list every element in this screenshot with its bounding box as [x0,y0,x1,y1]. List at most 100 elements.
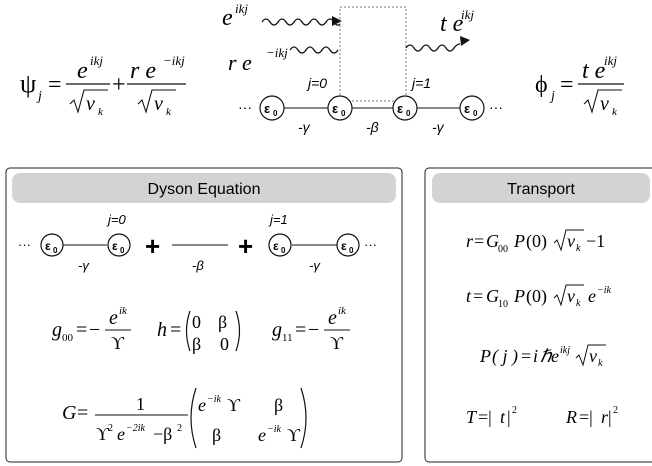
top-chain: ··· ε 0 ε 0 ε 0 ε 0 ··· j=0 j=1 -γ -β -γ [238,75,503,135]
g11-sub: 11 [282,332,293,344]
g00-minus: − [89,319,100,341]
P-hbar: ℏ [540,346,553,366]
incoming-label: e [222,5,233,31]
G-m11-exp: −ik [207,394,222,405]
site-sub: 0 [281,246,286,255]
G-equals: = [77,402,88,424]
site-epsilon: ε [464,101,470,116]
t-e-exp: −ik [597,285,612,296]
P-e-exp: ikj [560,345,570,356]
site-node-j1: ε 0 [392,95,418,121]
G-m12: β [274,395,283,415]
site-sub: 0 [406,109,411,118]
t-P-arg: (0) [526,286,547,307]
site-circle [392,95,418,121]
g11-g: g [272,319,282,341]
psi-subscript: j [36,89,42,104]
r-G-sub: 00 [498,244,508,255]
g11-den: ϒ [330,333,344,353]
coupling-mid: -β [366,119,379,135]
incoming-wave-line [261,18,341,26]
dyson-site-j0: ε 0 [107,233,131,257]
P-v: v [589,346,597,366]
g00-num: e [109,307,118,329]
reflected-exp: −ikj [266,45,288,60]
h-symbol: h [157,319,167,341]
P-eq: = [521,346,531,366]
G-den-beta: −β [153,424,172,444]
dyson-panel-border [5,167,403,463]
transport-panel: Transport r = G 00 P (0) v k −1 t = G 10… [424,167,652,463]
r-k: k [576,243,581,254]
G-left-paren [190,387,197,449]
psi-plus: + [112,72,126,98]
phi-k: k [612,106,618,118]
T-lhs: T [466,407,478,427]
dyson-plus-1: + [145,231,160,261]
site-epsilon: ε [341,239,347,253]
transport-title: Transport [507,181,575,198]
g11-equation: g 11 = − e ik ϒ [272,305,350,353]
h-right-paren [235,310,241,352]
site-circle [327,95,353,121]
t-e: e [588,286,596,306]
P-arg: ( j ) [492,346,518,367]
reflected-wave: r e −ikj [228,45,339,75]
site-node: ε 0 [259,95,285,121]
T-t: t [500,407,506,427]
chain-left-ellipsis: ··· [238,99,252,115]
site-label-j1: j=1 [410,75,431,91]
t-G-sub: 10 [498,299,508,310]
phi-sqrt [583,89,622,114]
g00-g: g [52,319,62,341]
r-lhs: r [466,231,474,251]
site-epsilon: ε [332,101,338,116]
dyson-site: ε 0 [336,233,360,257]
g00-num-exp: ik [119,305,128,317]
R-equation: R =| r | 2 [565,405,618,427]
t-sqrt [553,284,584,307]
dyson-coupling-right: -γ [309,258,321,273]
phi-subscript: j [549,89,555,104]
site-sub: 0 [53,246,58,255]
frac1-k: k [98,106,104,118]
site-circle [268,233,292,257]
dyson-panel: Dyson Equation ··· ε 0 ε 0 j=0 -γ + -β +… [5,167,403,463]
G-m11-upsilon: ϒ [227,395,241,415]
site-epsilon: ε [264,101,270,116]
transmitted-wave-line [405,43,461,52]
dyson-title: Dyson Equation [148,181,261,198]
R-sq: 2 [613,405,618,416]
site-node: ε 0 [459,95,485,121]
r-P: P [513,231,525,251]
G-m22-upsilon: ϒ [287,425,301,445]
R-bar: | [608,407,612,427]
dyson-coupling-left: -γ [78,258,90,273]
dyson-coupling-mid: -β [192,258,204,273]
phi-equals: = [560,72,574,98]
chain-right-ellipsis: ··· [489,99,503,115]
site-circle [459,95,485,121]
g11-num: e [328,307,337,329]
P-lhs: P [479,346,491,366]
P-sqrt [575,344,606,367]
g11-minus: − [308,319,319,341]
site-sub: 0 [120,246,125,255]
phi-symbol: ϕ [535,72,548,98]
site-circle [40,233,64,257]
g11-num-exp: ik [338,305,347,317]
T-sq: 2 [512,405,517,416]
T-bar: | [507,407,511,427]
G-m22-exp: −ik [267,424,282,435]
transmitted-label: t e [440,11,464,37]
frac2-k: k [166,106,172,118]
frac1-numerator: e [77,58,88,84]
r-G: G [486,231,499,251]
site-label-j0: j=0 [306,75,327,91]
h-m21: β [192,334,201,354]
psi-equals: = [48,72,62,98]
frac2-numerator-exp: −ikj [163,53,185,68]
r-minus-one: −1 [586,231,605,251]
g11-equals: = [295,319,306,341]
P-e: e [551,346,559,366]
